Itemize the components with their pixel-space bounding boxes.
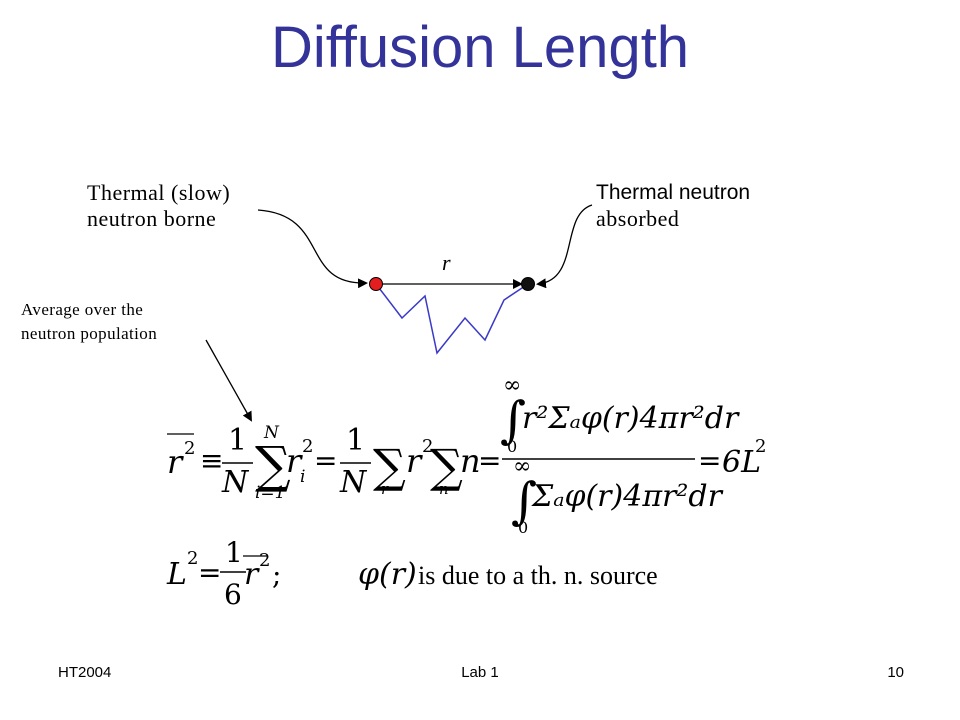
random-walk-path: [375, 283, 529, 355]
average-label: Average over the neutron population: [21, 298, 157, 346]
eq1-result-sup: 2: [755, 436, 766, 457]
eq1-r2: r: [406, 442, 423, 480]
eq1-n: n: [460, 442, 481, 480]
eq1-equals2: =: [478, 444, 501, 477]
eq2-lhs: L: [166, 557, 187, 592]
eq1-den-lower-limit: 0: [518, 518, 528, 537]
eq1-sum1-lower: i=1: [255, 483, 286, 503]
eq1-ri-sup: 2: [302, 436, 313, 457]
eq1-sum2-sub: r: [381, 480, 389, 498]
eq2-frac-num: 1: [225, 536, 243, 569]
eq2-semicolon: ;: [272, 558, 281, 591]
eq1-ri: r: [286, 442, 303, 480]
absorbed-label-line1: Thermal neutron: [596, 181, 751, 204]
born-label-line1: Thermal (slow): [87, 180, 231, 205]
footer-center: Lab 1: [461, 664, 499, 681]
eq1-equals3: =: [698, 444, 721, 477]
eq1-frac2-den: N: [339, 465, 368, 500]
average-label-line1: Average over the: [21, 300, 144, 319]
eq1-num-lower-limit: 0: [507, 437, 517, 456]
eq1-den-integral: ∫: [511, 472, 537, 530]
eq2-lhs-sup: 2: [187, 548, 198, 569]
eq1-num-upper-limit: ∞: [503, 373, 521, 398]
born-arrow: [257, 209, 368, 289]
eq1-ri-sub: i: [300, 467, 305, 487]
eq1-frac1-num: 1: [228, 423, 247, 458]
eq2-r: r: [244, 557, 260, 592]
absorbed-label: Thermal neutron absorbed: [596, 180, 750, 232]
eq1-result: 6L: [722, 445, 761, 480]
birth-point: [369, 277, 383, 291]
eq1-lhs-r: r: [167, 443, 184, 481]
eq2-equals: =: [198, 556, 221, 589]
eq1-r2-sup: 2: [422, 436, 433, 457]
eq1-lhs-sup: 2: [184, 438, 195, 459]
eq1-sum2: ∑: [373, 439, 406, 493]
born-label-line2: neutron borne: [87, 206, 217, 231]
eq1-num-integral: ∫: [500, 391, 526, 449]
eq1-denominator: Σₐφ(r)4πr²dr: [531, 479, 724, 514]
eq1-sum3: ∑: [430, 439, 463, 493]
absorbed-label-line2: absorbed: [596, 206, 680, 231]
eq2-statement: is due to a th. n. source: [418, 561, 658, 590]
average-label-line2: neutron population: [21, 324, 158, 343]
footer-left: HT2004: [58, 664, 112, 681]
eq1-numerator: r²Σₐφ(r)4πr²dr: [522, 401, 740, 436]
eq1-frac2-num: 1: [346, 423, 365, 458]
eq2-frac-den: 6: [224, 578, 242, 611]
absorption-point: [521, 277, 535, 291]
eq1-sum3-sub: n: [439, 480, 449, 498]
absorbed-arrow: [536, 204, 593, 289]
eq1-equiv: ≡: [200, 444, 223, 477]
born-label: Thermal (slow) neutron borne: [87, 180, 230, 232]
eq2-r-sup: 2: [259, 550, 270, 571]
slide-number: 10: [887, 664, 904, 681]
average-arrow: [205, 339, 252, 422]
eq1-sum1-upper: N: [263, 423, 280, 443]
eq1-sum1: ∑: [255, 436, 291, 494]
eq1-den-upper-limit: ∞: [513, 454, 531, 479]
eq2-phi-of-r: φ(r): [358, 557, 417, 592]
eq1-equals1: =: [314, 444, 337, 477]
eq1-frac1-den: N: [221, 465, 250, 500]
page-title: Diffusion Length: [270, 15, 690, 80]
distance-label: r: [442, 250, 451, 275]
